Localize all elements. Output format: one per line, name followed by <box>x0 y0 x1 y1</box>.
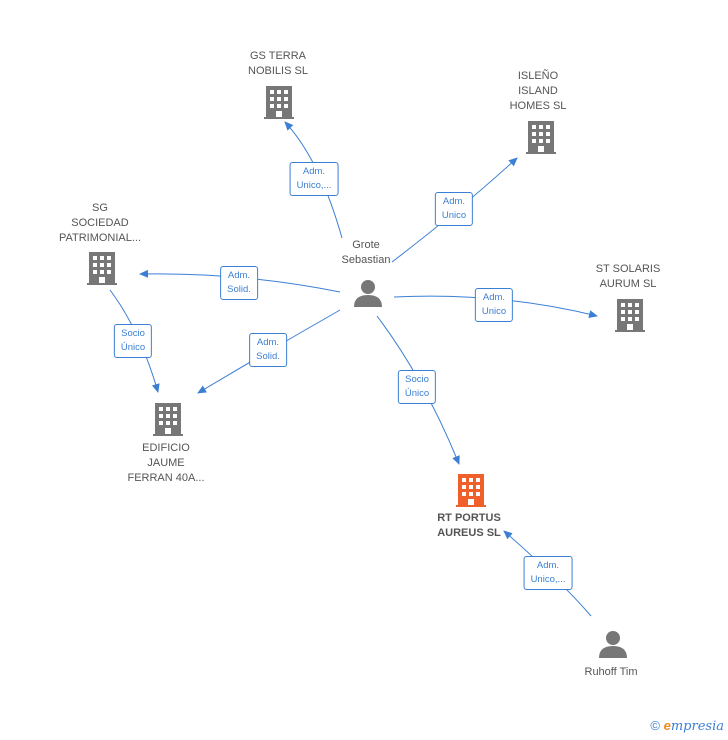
edge-label-ruhoff[interactable]: Adm. Unico,... <box>523 556 573 590</box>
edge-label-st-solaris[interactable]: Adm. Unico <box>474 288 514 322</box>
building-icon <box>456 474 486 507</box>
node-label-edificio[interactable]: EDIFICIO JAUME FERRAN 40A... <box>127 442 205 484</box>
building-icon <box>526 121 556 154</box>
edge-label-sg-edificio[interactable]: Socio Único <box>113 324 153 358</box>
copyright-icon: © <box>650 718 660 733</box>
building-icon <box>264 86 294 119</box>
node-label-grote[interactable]: Grote Sebastian <box>341 239 391 266</box>
node-label-sg-sociedad[interactable]: SG SOCIEDAD PATRIMONIAL... <box>58 202 142 244</box>
edge-label-gs-terra[interactable]: Adm. Unico,... <box>289 162 339 196</box>
building-icon <box>153 403 183 436</box>
node-label-st-solaris[interactable]: ST SOLARIS AURUM SL <box>595 263 661 290</box>
building-icon <box>615 299 645 332</box>
brand-logo-text: mpresia <box>670 719 724 734</box>
edge-label-edificio[interactable]: Adm. Solid. <box>249 333 287 367</box>
person-icon <box>599 631 627 658</box>
building-icon <box>87 252 117 285</box>
node-label-ruhoff[interactable]: Ruhoff Tim <box>584 666 638 678</box>
node-label-isleno[interactable]: ISLEÑO ISLAND HOMES SL <box>509 70 567 112</box>
person-icon <box>354 280 382 307</box>
brand-logo-e: e <box>663 718 671 733</box>
node-label-gs-terra[interactable]: GS TERRA NOBILIS SL <box>248 50 308 77</box>
edge-label-isleno[interactable]: Adm. Unico <box>434 192 474 226</box>
brand-footer: © empresia <box>650 718 724 734</box>
edge-label-rt-portus[interactable]: Socio Único <box>397 370 437 404</box>
node-label-rt-portus[interactable]: RT PORTUS AUREUS SL <box>437 512 501 539</box>
edge-label-sg[interactable]: Adm. Solid. <box>220 266 258 300</box>
